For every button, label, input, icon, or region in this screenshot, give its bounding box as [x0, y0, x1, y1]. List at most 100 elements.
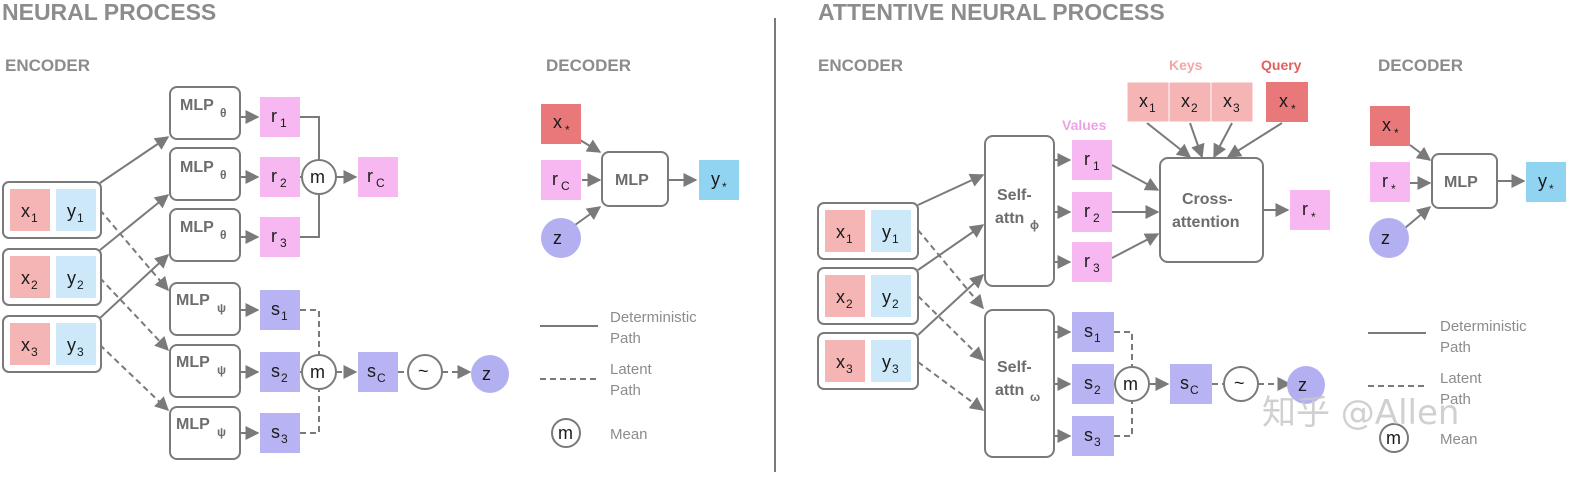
svg-text:C: C	[1190, 383, 1199, 397]
svg-text:attn: attn	[995, 210, 1024, 227]
svg-text:ψ: ψ	[217, 425, 226, 439]
anp-edges	[917, 122, 1292, 443]
np-s3: s 3	[260, 413, 300, 453]
anp-decoder-label: DECODER	[1378, 56, 1463, 75]
svg-text:2: 2	[1093, 211, 1100, 225]
svg-text:3: 3	[892, 362, 899, 376]
svg-text:s: s	[1084, 321, 1093, 341]
np-sampling-node: ~	[407, 354, 443, 390]
svg-text:2: 2	[280, 176, 287, 190]
np-x1-sub: 1	[31, 211, 38, 225]
np-x2-sub: 2	[31, 278, 38, 292]
anp-decoder-edges	[1404, 144, 1526, 229]
svg-text:r: r	[271, 106, 277, 126]
anp-query: x *	[1266, 82, 1308, 122]
svg-text:x: x	[1181, 91, 1190, 111]
svg-text:3: 3	[1094, 435, 1101, 449]
svg-text:MLP: MLP	[176, 416, 210, 433]
anp-sampling-node: ~	[1223, 366, 1259, 402]
svg-text:1: 1	[892, 232, 899, 246]
np-mean-deterministic: m	[301, 159, 337, 195]
svg-text:r: r	[1382, 171, 1388, 191]
svg-text:r: r	[271, 166, 277, 186]
svg-text:x: x	[836, 222, 845, 242]
np-x3-sub: 3	[31, 345, 38, 359]
svg-text:s: s	[1180, 373, 1189, 393]
svg-text:Path: Path	[1440, 339, 1471, 356]
anp-s2: s 2	[1072, 364, 1114, 404]
svg-text:1: 1	[1093, 159, 1100, 173]
svg-text:*: *	[1549, 182, 1554, 196]
anp-query-label: Query	[1261, 57, 1302, 73]
svg-text:y: y	[882, 287, 891, 307]
svg-text:m: m	[558, 423, 573, 443]
svg-text:*: *	[1394, 126, 1399, 140]
anp-context-pair-2: x 2 y 2	[817, 267, 919, 325]
np-title: NEURAL PROCESS	[2, 0, 216, 25]
anp-title: ATTENTIVE NEURAL PROCESS	[818, 0, 1165, 25]
np-dec-y-star: y *	[699, 160, 739, 200]
np-x3-label: x	[21, 335, 30, 355]
svg-text:*: *	[565, 123, 570, 137]
svg-text:m: m	[1123, 374, 1138, 394]
svg-text:z: z	[482, 364, 491, 384]
svg-text:Cross-: Cross-	[1182, 191, 1233, 208]
np-dec-mlp: MLP	[601, 151, 669, 207]
svg-text:y: y	[1538, 171, 1547, 191]
anp-keys-label: Keys	[1169, 57, 1203, 73]
svg-text:s: s	[271, 422, 280, 442]
anp-self-attn-omega: Self- attn ω	[984, 309, 1055, 458]
anp-r3: r 3	[1072, 242, 1112, 282]
np-encoder-label: ENCODER	[5, 56, 90, 75]
svg-text:s: s	[271, 299, 280, 319]
np-decoder-edges	[574, 139, 698, 226]
svg-text:ψ: ψ	[217, 363, 226, 377]
svg-text:C: C	[561, 179, 570, 193]
svg-text:*: *	[722, 180, 727, 194]
svg-text:r: r	[1084, 149, 1090, 169]
svg-text:MLP: MLP	[1444, 174, 1478, 191]
svg-text:~: ~	[418, 361, 429, 381]
np-context-pair-1: x 1 y 1	[2, 181, 102, 239]
svg-text:x: x	[553, 112, 562, 132]
svg-text:m: m	[310, 167, 325, 187]
np-dec-z: z	[541, 218, 581, 258]
svg-text:3: 3	[1093, 261, 1100, 275]
svg-text:Path: Path	[1440, 391, 1471, 408]
anp-dec-z: z	[1369, 218, 1409, 258]
np-x1-cell	[10, 189, 50, 231]
svg-text:x: x	[1279, 91, 1288, 111]
svg-text:r: r	[1084, 201, 1090, 221]
np-mean-latent: m	[301, 354, 337, 390]
anp-cross-attention: Cross- attention	[1159, 157, 1264, 263]
svg-text:r: r	[552, 169, 558, 189]
svg-text:2: 2	[892, 297, 899, 311]
svg-text:2: 2	[846, 297, 853, 311]
svg-text:2: 2	[1094, 383, 1101, 397]
svg-text:Path: Path	[610, 330, 641, 347]
svg-text:θ: θ	[220, 228, 227, 242]
svg-text:m: m	[1386, 428, 1401, 448]
svg-text:ω: ω	[1030, 390, 1040, 404]
np-y3-sub: 3	[77, 345, 84, 359]
svg-text:MLP: MLP	[180, 219, 214, 236]
np-y3-label: y	[67, 335, 76, 355]
np-decoder-label: DECODER	[546, 56, 631, 75]
svg-text:3: 3	[281, 432, 288, 446]
svg-text:θ: θ	[220, 106, 227, 120]
np-y1-cell	[56, 189, 96, 231]
np-mlp-psi-1: MLP ψ	[169, 282, 241, 336]
np-mlp-theta-2: MLP θ	[169, 147, 241, 201]
svg-text:2: 2	[281, 371, 288, 385]
np-r2: r 2	[260, 157, 300, 197]
np-legend: Deterministic Path Latent Path m Mean	[540, 309, 697, 448]
svg-text:Latent: Latent	[1440, 370, 1483, 387]
np-s1: s 1	[260, 290, 300, 330]
svg-text:MLP: MLP	[615, 172, 649, 189]
svg-text:attn: attn	[995, 382, 1024, 399]
svg-text:Deterministic: Deterministic	[610, 309, 697, 326]
np-mlp-theta-3: MLP θ	[169, 208, 241, 262]
watermark-text: 知乎 @Allen	[1262, 393, 1459, 433]
np-dec-x-star: x *	[541, 104, 581, 144]
